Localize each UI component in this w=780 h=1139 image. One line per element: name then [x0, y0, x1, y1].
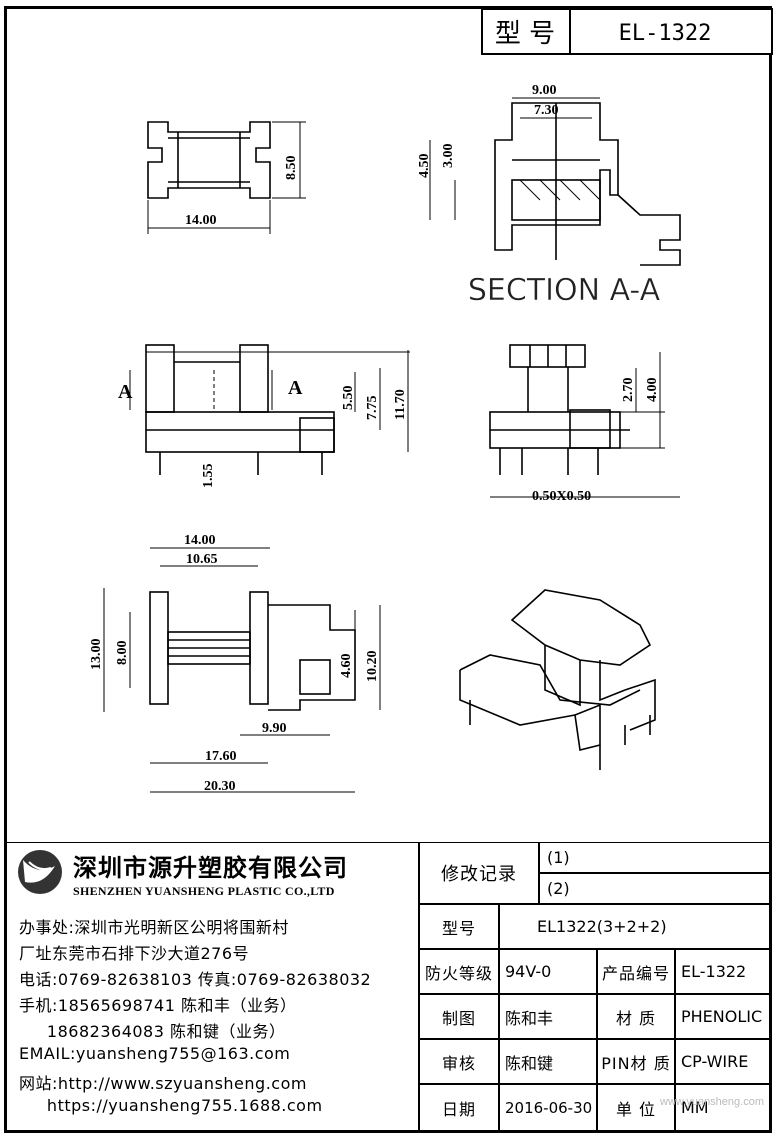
revision-label: 修改记录 [441, 864, 517, 885]
revision-2: (2) [547, 879, 570, 898]
drawn-by-label: 制图 [441, 1008, 476, 1028]
email: EMAIL:yuansheng755@163.com [19, 1044, 291, 1063]
revision-1: (1) [547, 848, 570, 867]
section-marker-right: A [288, 377, 303, 399]
view-front [129, 344, 410, 475]
unit-value: MM [681, 1098, 709, 1117]
dim-e: 9.00 [532, 83, 557, 98]
dim-b: 14.00 [185, 213, 217, 228]
header-model-box: 型 号 EL-1322 [481, 8, 773, 55]
phone-fax: 电话:0769-82638103 传真:0769-82638032 [19, 970, 372, 989]
dim-s: 10.20 [365, 651, 380, 683]
title-block: 深圳市源升塑胶有限公司 SHENZHEN YUANSHENG PLASTIC C… [7, 842, 772, 1131]
view-top [147, 121, 306, 234]
dim-h: 7.75 [365, 396, 380, 421]
dim-t: 9.90 [262, 721, 287, 736]
dim-o: 10.65 [186, 552, 218, 567]
material-label: 材 质 [615, 1008, 657, 1028]
drawn-by-value: 陈和丰 [505, 1008, 554, 1028]
dim-d: 3.00 [441, 144, 456, 169]
view-bottom [103, 547, 381, 793]
dim-l: 4.00 [645, 378, 660, 403]
date-label: 日期 [441, 1099, 476, 1119]
factory-address: 厂址东莞市石排下沙大道276号 [19, 944, 250, 963]
website-2: https://yuansheng755.1688.com [19, 1096, 323, 1115]
dim-k: 2.70 [621, 378, 636, 403]
fire-rating-value: 94V-0 [505, 962, 552, 981]
dim-n: 14.00 [184, 533, 216, 548]
company-logo [18, 850, 62, 894]
section-marker-left: A [118, 381, 133, 403]
company-name-cn: 深圳市源升塑胶有限公司 [73, 854, 348, 882]
website-1: 网站:http://www.szyuansheng.com [19, 1074, 307, 1093]
dim-v: 20.30 [204, 779, 236, 794]
dim-r: 4.60 [339, 654, 354, 679]
header-model-value: EL-1322 [619, 21, 712, 46]
pin-material-value: CP-WIRE [681, 1052, 749, 1071]
company-address: 办事处:深圳市光明新区公明将围新村 [19, 918, 289, 937]
checked-by-label: 审核 [441, 1053, 476, 1073]
technical-drawing: 型 号 EL-1322 SECTION A-A [89, 8, 773, 794]
dim-j: 1.55 [201, 464, 216, 489]
dim-p: 13.00 [89, 639, 104, 671]
dim-u: 17.60 [205, 749, 237, 764]
unit-label: 单 位 [615, 1099, 657, 1119]
dim-a: 8.50 [284, 156, 299, 181]
fire-rating-label: 防火等级 [424, 963, 493, 983]
date-value: 2016-06-30 [505, 1098, 593, 1117]
dim-m: 0.50X0.50 [532, 489, 591, 504]
mobile-1: 手机:18565698741 陈和丰（业务） [19, 996, 297, 1015]
material-value: PHENOLIC [681, 1007, 763, 1026]
view-side [489, 344, 680, 498]
section-label: SECTION A-A [468, 273, 661, 308]
dimension-labels: 8.50 14.00 4.50 3.00 9.00 7.30 5.50 7.75… [89, 83, 660, 794]
mobile-2: 18682364083 陈和键（业务） [19, 1022, 286, 1041]
title-block-grid [7, 842, 772, 1131]
pin-material-label: PIN材 质 [601, 1053, 671, 1073]
dim-i: 11.70 [393, 389, 408, 420]
product-no-value: EL-1322 [681, 962, 747, 981]
view-section [429, 97, 681, 266]
dim-f: 7.30 [534, 103, 559, 118]
watermark: www.yuansheng.com [660, 1096, 764, 1108]
checked-by-value: 陈和键 [505, 1053, 554, 1073]
dim-g: 5.50 [341, 386, 356, 411]
product-no-label: 产品编号 [601, 963, 670, 983]
company-name-en: SHENZHEN YUANSHENG PLASTIC CO.,LTD [73, 884, 335, 898]
view-isometric [459, 589, 656, 770]
model-label: 型号 [441, 918, 476, 938]
drawing-frame [4, 6, 772, 1133]
model-value: EL1322(3+2+2) [537, 917, 667, 936]
dim-c: 4.50 [417, 154, 432, 179]
header-model-label: 型 号 [495, 19, 555, 49]
dim-q: 8.00 [115, 641, 130, 666]
